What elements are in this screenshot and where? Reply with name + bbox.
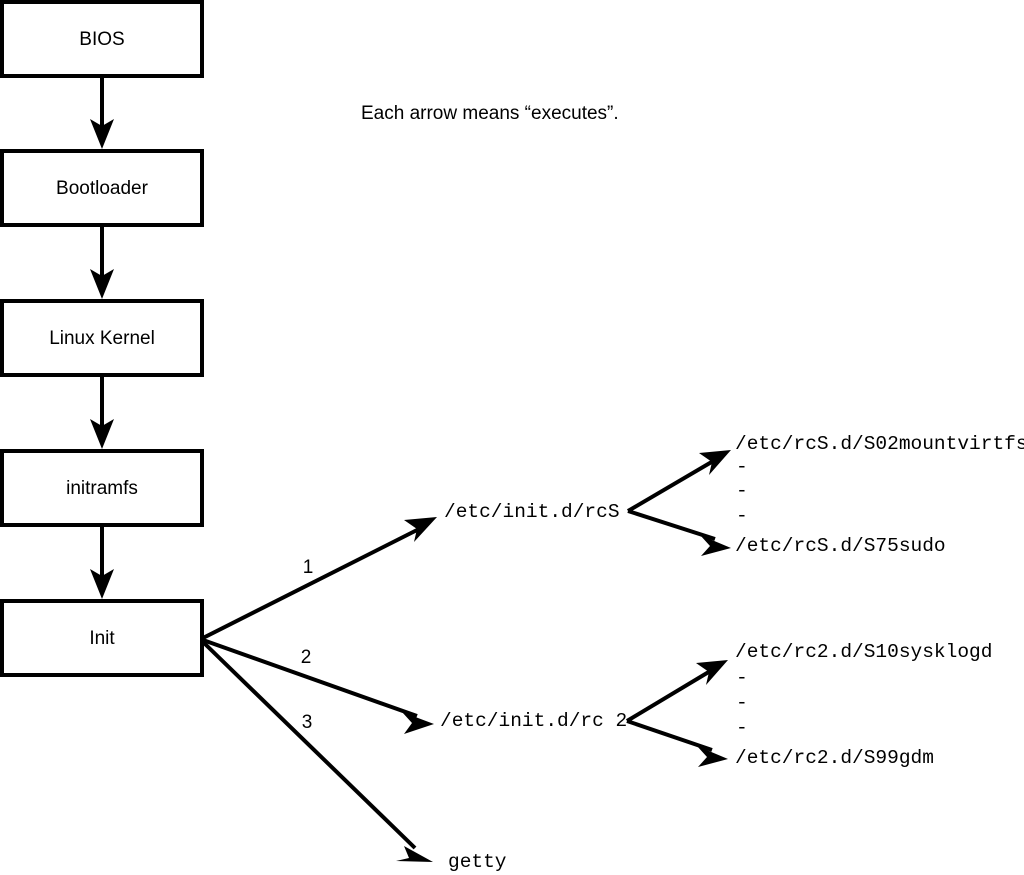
rc2-ellipsis-dash-1: - [736,667,748,689]
arrow-kernel-to-initramfs [90,375,114,449]
rcS-ellipsis-dash-3: - [736,505,748,527]
label-etc-init-d-rcS: /etc/init.d/rcS [444,501,620,523]
vertical-arrows [90,76,114,599]
rc2-ellipsis-dash-2: - [736,692,748,714]
label-etc-init-d-rc2: /etc/init.d/rc 2 [440,710,627,732]
arrowhead-icon [90,119,114,149]
node-bios[interactable]: BIOS [0,0,204,78]
node-bios-label: BIOS [79,29,124,50]
arrowhead-icon [700,535,731,556]
init-branch-1-number: 1 [303,557,314,578]
node-initramfs-label: initramfs [66,478,138,499]
rcS-subfanout: /etc/rcS.d/S02mountvirtfs /etc/rcS.d/S75… [626,433,1024,557]
rcS-ellipsis-dash-1: - [736,456,748,478]
init-branch-2-number: 2 [301,647,312,668]
node-linux-kernel-rect[interactable] [0,299,204,377]
node-bootloader[interactable]: Bootloader [0,149,204,227]
arrowhead-icon [404,517,437,542]
node-init[interactable]: Init [0,599,204,677]
label-rcS-d-S75sudo: /etc/rcS.d/S75sudo [735,535,946,557]
mid-level-labels: /etc/init.d/rcS /etc/init.d/rc 2 getty [440,501,627,873]
rc2-subfanout: /etc/rc2.d/S10sysklogd /etc/rc2.d/S99gdm… [625,641,992,769]
init-branch-3: 3 [201,640,433,862]
init-branch-1: 1 [202,517,437,640]
node-bootloader-label: Bootloader [56,178,149,199]
label-rc2-d-S10sysklogd: /etc/rc2.d/S10sysklogd [735,641,992,663]
arrowhead-icon [90,419,114,449]
node-bios-rect[interactable] [0,0,204,78]
node-linux-kernel-label: Linux Kernel [49,328,155,349]
arrowhead-icon [697,746,728,767]
arrow-bootloader-to-kernel [90,225,114,299]
arrowhead-icon [396,846,433,862]
arrowhead-icon [696,660,728,685]
init-fanout: 1 2 3 [201,517,437,862]
arrowhead-icon [699,450,731,475]
arrowhead-icon [402,712,434,734]
arrow-bios-to-bootloader [90,76,114,149]
node-linux-kernel[interactable]: Linux Kernel [0,299,204,377]
node-initramfs[interactable]: initramfs [0,449,204,527]
label-rc2-d-S99gdm: /etc/rc2.d/S99gdm [735,747,934,769]
arrow-initramfs-to-init [90,525,114,599]
node-init-rect[interactable] [0,599,204,677]
init-branch-3-number: 3 [302,712,313,733]
node-initramfs-rect[interactable] [0,449,204,527]
arrowhead-icon [90,569,114,599]
init-branch-2: 2 [202,638,434,734]
label-rcS-d-S02mountvirtfs: /etc/rcS.d/S02mountvirtfs [735,433,1024,455]
label-getty: getty [448,851,507,873]
arrowhead-icon [90,269,114,299]
node-init-label: Init [89,628,115,649]
rc2-ellipsis-dash-3: - [736,717,748,739]
rcS-ellipsis-dash-2: - [736,480,748,502]
diagram-caption: Each arrow means “executes”. [361,103,619,124]
chain-boxes: BIOS Bootloader Linux Kernel initramfs I… [0,0,204,677]
